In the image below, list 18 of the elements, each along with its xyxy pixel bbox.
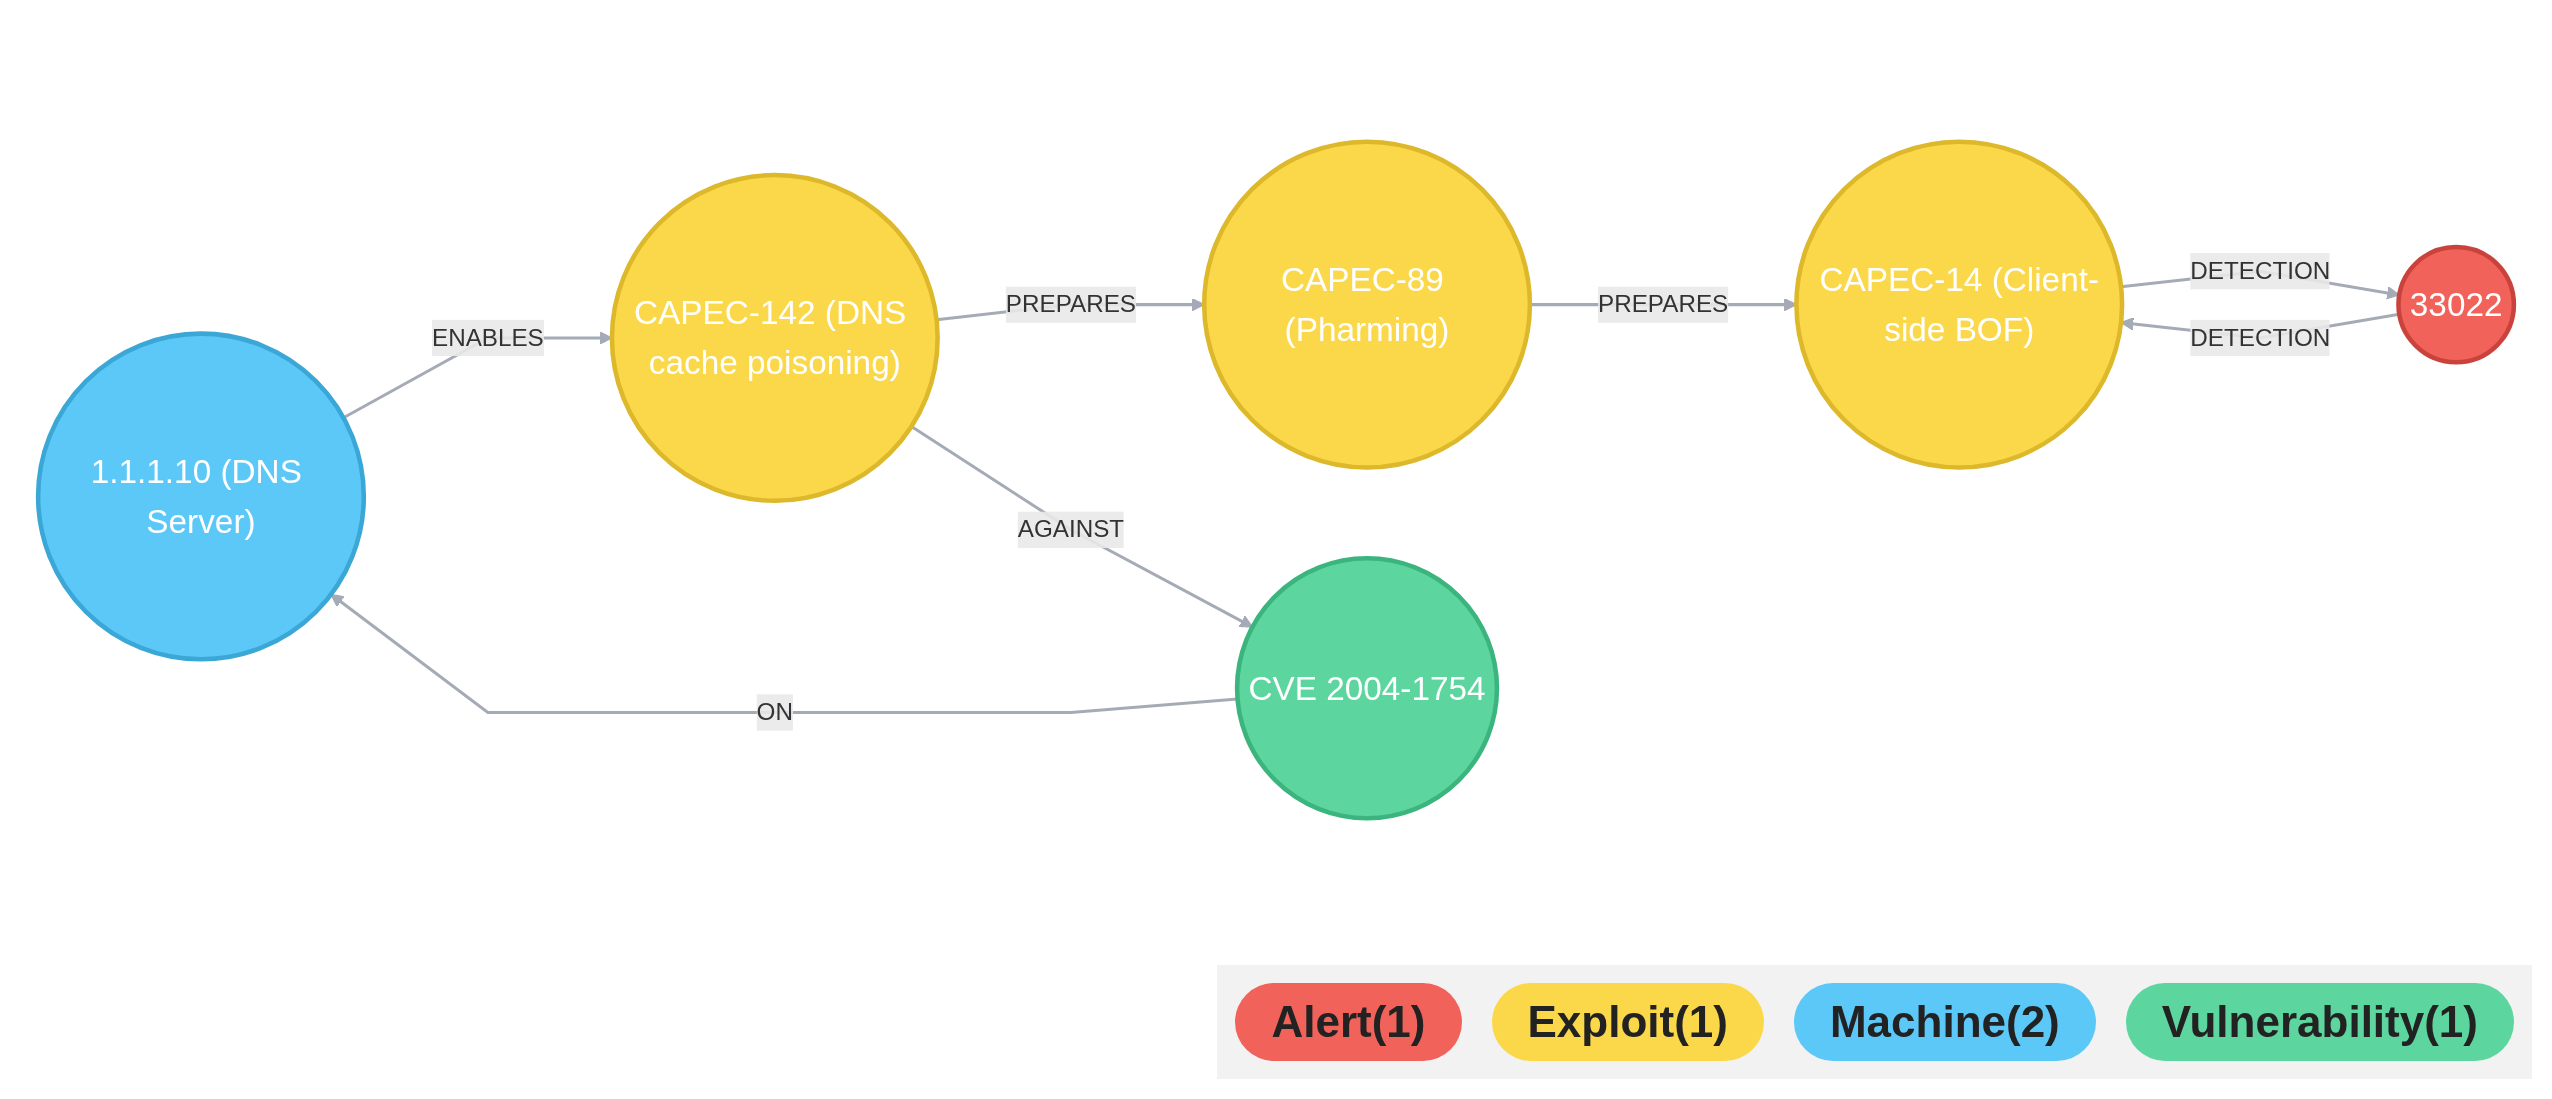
edge-label: ON [756, 698, 793, 725]
node-circle: 33022 [2396, 244, 2517, 365]
edge-label: PREPARES [1598, 290, 1729, 317]
legend-item: Vulnerability(1) [2125, 983, 2514, 1061]
legend-item: Exploit(1) [1491, 983, 1764, 1061]
arrow [910, 425, 1254, 628]
node-circle: CVE 2004-1754 [1234, 556, 1500, 821]
node-circle: 1.1.1.10 (DNS Server) [35, 331, 367, 662]
legend-item: Alert(1) [1235, 983, 1462, 1061]
node-circle: CAPEC-14 (Client-side BOF) [1794, 139, 2125, 470]
edge-label: DETECTION [2190, 257, 2331, 284]
edge-label: ENABLES [431, 324, 544, 351]
legend-item: Machine(2) [1793, 983, 2096, 1061]
node-circle: CAPEC-142 (DNS cache poisoning) [609, 172, 940, 504]
node-circle: CAPEC-89 (Pharming) [1201, 139, 1533, 470]
edge-label: DETECTION [2190, 324, 2331, 351]
edge-label: PREPARES [1005, 290, 1137, 317]
edge-label: AGAINST [1017, 516, 1125, 542]
